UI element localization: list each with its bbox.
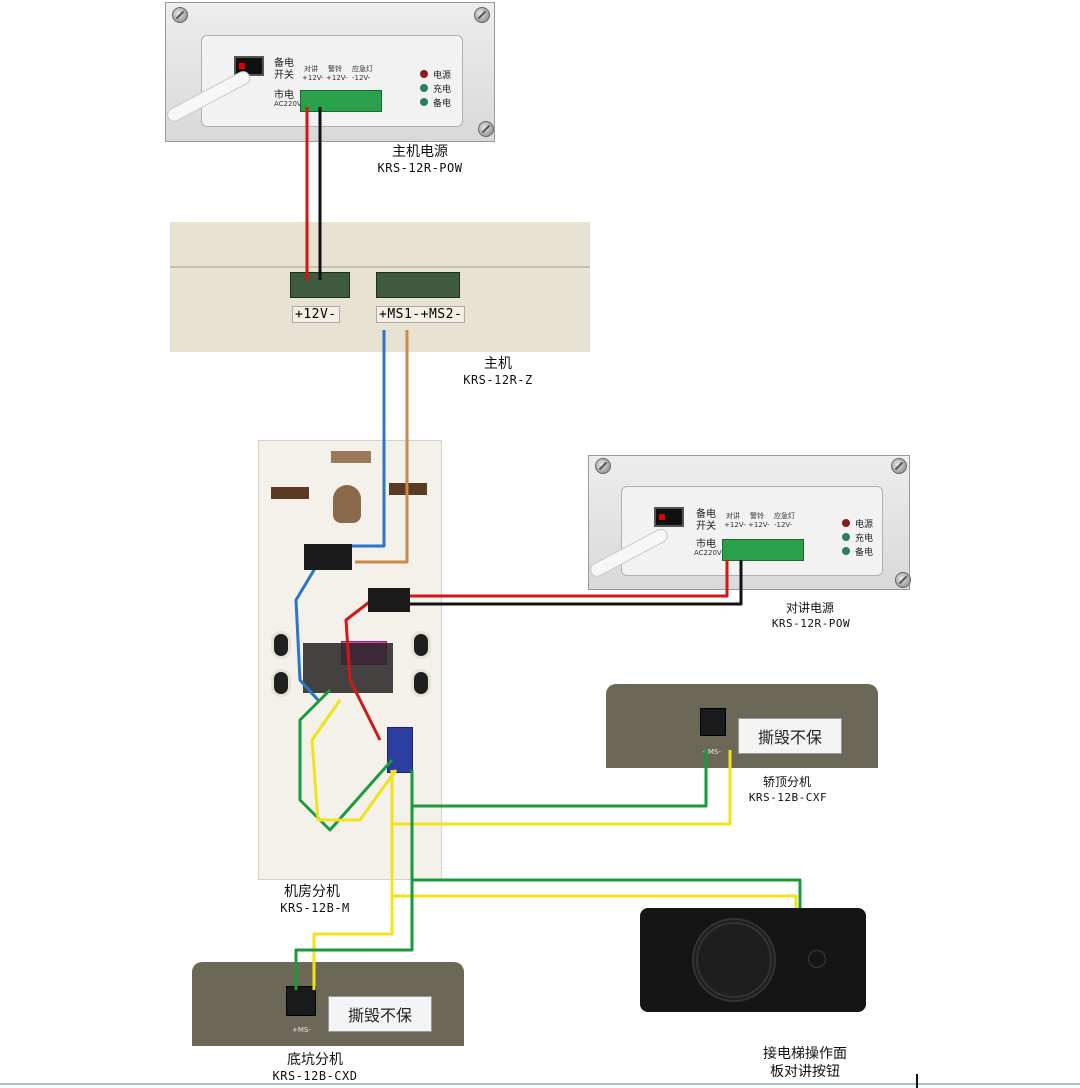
machine-room-title: 机房分机 [284,884,340,900]
mains-voltage: AC220V [694,549,722,557]
circuit-board [303,643,393,693]
mount-slot [389,483,427,495]
warranty-sticker-text: 撕毁不保 [347,1006,412,1025]
car-panel-title-line2: 板对讲按钮 [770,1064,840,1080]
main-power-unit: 备电 开关 市电 AC220V 对讲 警铃 应急灯 +12V- +12V- -1… [164,2,495,142]
led-label-power: 电源 [433,71,452,81]
terminal-label-intercom: 对讲 [304,65,318,73]
led-power [420,70,428,78]
pit-model: KRS-12B-CXD [272,1069,358,1083]
led-charge [842,533,850,541]
terminal-label-alarm: 警铃 [750,512,764,520]
car-top-model: KRS-12B-CXF [748,791,828,804]
machine-room-unit [258,440,442,880]
screw-icon [895,572,911,588]
terminal-label-intercom: 对讲 [726,512,740,520]
host-ms-terminal [376,272,460,298]
warranty-sticker-text: 撕毁不保 [757,728,822,747]
switch-label-2: 开关 [274,70,294,81]
screw-icon [474,7,490,23]
intercom-power-unit: 备电 开关 市电 AC220V 对讲 警铃 应急灯 +12V- +12V- -1… [587,455,911,590]
pit-unit: +MS- 撕毁不保 [192,962,464,1046]
led-backup [842,547,850,555]
button-icon [808,950,826,968]
switch-label-1: 备电 [696,509,716,520]
screw-icon [595,458,611,474]
host-terminal-left-label: +12V- [292,306,340,323]
car-top-unit: +MS- 撕毁不保 [606,684,878,768]
terminal-label-emergency-light: 应急灯 [774,512,795,520]
main-power-title: 主机电源 [392,144,448,160]
terminal-voltage-1: +12V- [724,521,746,529]
terminal-label-emergency-light: 应急灯 [352,65,373,73]
terminal-voltage-3: -12V- [774,521,793,529]
terminal-voltage-2: +12V- [748,521,770,529]
host-title: 主机 [484,356,512,372]
car-top-terminal-label: +MS- [702,748,721,756]
speaker-grille-icon [692,918,776,1002]
mains-label: 市电 [696,539,716,550]
pit-terminal-label: +MS- [292,1026,311,1034]
mount-hole [271,631,291,659]
mains-label: 市电 [274,90,294,101]
wire-green-panel [410,806,802,908]
host-power-terminal [290,272,350,298]
terminal-block [722,539,804,561]
screw-icon [172,7,188,23]
screw-icon [891,458,907,474]
terminal-block [300,90,382,112]
host-unit: +12V- +MS1-+MS2- [170,222,590,352]
host-terminal-right-label: +MS1-+MS2- [376,306,466,323]
terminal-connector [387,727,413,773]
warranty-sticker: 撕毁不保 [738,718,842,754]
led-label-charge: 充电 [433,85,452,95]
pit-terminal [286,986,316,1016]
pit-title: 底坑分机 [287,1052,343,1068]
main-power-model: KRS-12R-POW [377,161,463,175]
terminal-label-alarm: 警铃 [328,65,342,73]
terminal-voltage-3: -12V- [352,74,371,82]
car-panel-title-line1: 接电梯操作面 [763,1046,847,1062]
intercom-power-title: 对讲电源 [785,601,834,615]
backup-power-switch [654,507,684,527]
wire-yellow-panel [390,824,798,908]
led-power [842,519,850,527]
terminal-voltage-2: +12V- [326,74,348,82]
host-model: KRS-12R-Z [463,373,533,387]
mains-voltage: AC220V [274,100,302,108]
led-label-power: 电源 [855,520,874,530]
terminal-voltage-1: +12V- [302,74,324,82]
car-top-title: 轿顶分机 [762,775,811,789]
led-charge [420,84,428,92]
switch-label-2: 开关 [696,521,716,532]
intercom-power-model: KRS-12R-POW [771,617,851,630]
mount-hole [271,669,291,697]
machine-room-model: KRS-12B-M [280,901,350,915]
screw-icon [478,121,494,137]
led-label-backup: 备电 [433,99,452,109]
car-panel-speaker [640,908,866,1012]
led-label-charge: 充电 [855,534,874,544]
led-backup [420,98,428,106]
car-top-terminal [700,708,726,736]
mount-slot [271,487,309,499]
led-label-backup: 备电 [855,548,874,558]
switch-label-1: 备电 [274,58,294,69]
mount-slot [331,451,371,463]
warranty-sticker: 撕毁不保 [328,996,432,1032]
mount-hole [411,669,431,697]
mount-hole [411,631,431,659]
keyhole [333,485,361,523]
